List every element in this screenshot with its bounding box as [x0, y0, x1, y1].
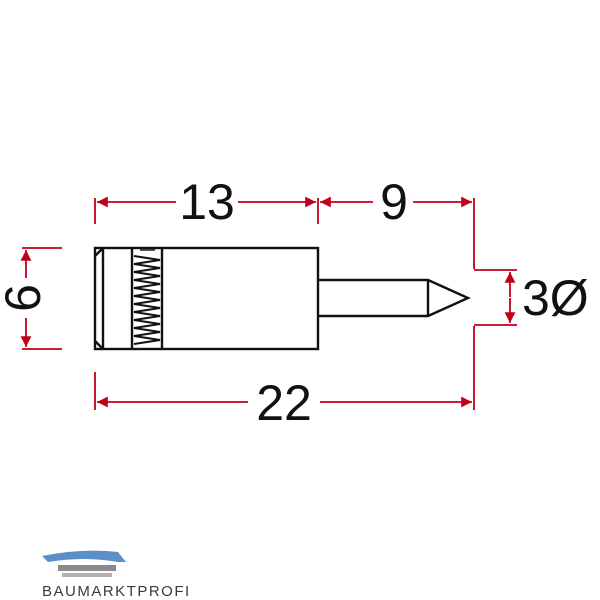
- label-total-length: 22: [256, 375, 312, 431]
- pin-head-body: [93, 246, 320, 351]
- shelf-pin-part: [93, 246, 471, 351]
- label-head-diameter: 6: [0, 284, 51, 312]
- pin-head-chamfer-edge-bottom: [94, 340, 104, 350]
- logo-bar-mark: [58, 565, 116, 571]
- label-tip-length: 9: [380, 174, 408, 230]
- dimension-lines: [20, 196, 517, 410]
- logo-bar-mark-2: [62, 573, 112, 577]
- logo-brand-text: BAUMARKTPROFI: [42, 583, 191, 600]
- knurl-pattern: [133, 255, 161, 345]
- logo-roof-mark: [42, 550, 126, 562]
- pin-head-chamfer-edge: [94, 247, 104, 257]
- pin-tip-shaft: [318, 278, 471, 318]
- baumarktprofi-logo: BAUMARKTPROFI: [42, 550, 191, 600]
- label-tip-diameter: 3Ø: [522, 270, 589, 326]
- label-head-length: 13: [179, 174, 235, 230]
